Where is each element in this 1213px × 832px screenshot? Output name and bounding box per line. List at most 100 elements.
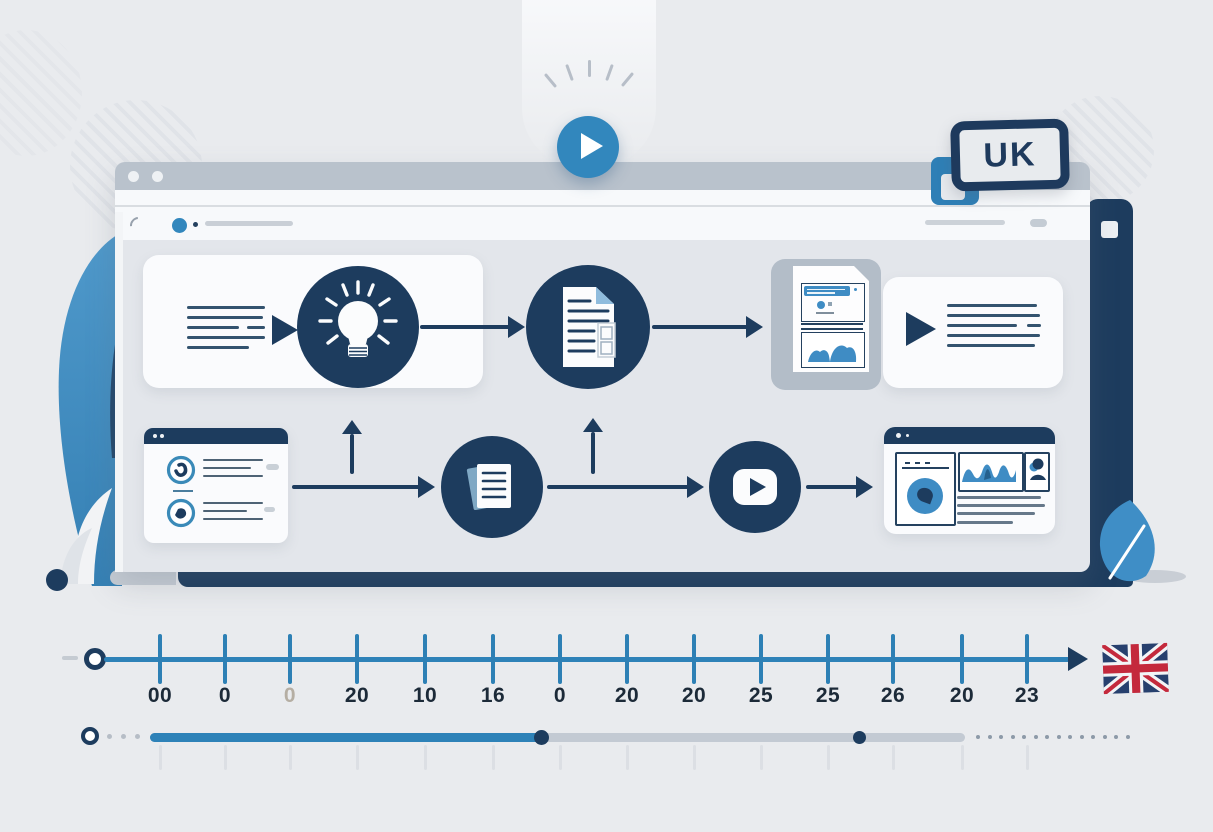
- progress-grid-tick: [159, 745, 162, 770]
- timeline-tick: [223, 634, 227, 684]
- timeline-start-ring: [84, 648, 106, 670]
- text-line: [957, 496, 1041, 499]
- text-line: [203, 502, 263, 504]
- window-left-strip: [115, 212, 123, 572]
- text-line: [203, 510, 247, 512]
- address-bar[interactable]: [205, 221, 293, 226]
- progress-grid-tick: [693, 745, 696, 770]
- timeline-tick-label: 10: [412, 684, 438, 707]
- ray-dash: [588, 60, 591, 77]
- timeline-tick-label: 16: [480, 684, 506, 707]
- analytics-dashboard-card: [884, 427, 1055, 534]
- timeline-tick: [558, 634, 562, 684]
- progress-grid-tick: [559, 745, 562, 770]
- timeline-tick-label: 20: [344, 684, 370, 707]
- timeline-tick: [759, 634, 763, 684]
- progress-marker[interactable]: [853, 731, 866, 744]
- uk-badge-label: UK: [982, 134, 1038, 175]
- progress-grid-tick: [1026, 745, 1029, 770]
- timeline-line: [104, 657, 1070, 662]
- check-circle-icon: [166, 455, 196, 485]
- article-title-bubble: [804, 286, 850, 296]
- progress-marker[interactable]: [534, 730, 549, 745]
- timeline-tick: [355, 634, 359, 684]
- item-divider: [173, 490, 193, 492]
- browser-window: [115, 162, 1090, 572]
- progress-grid-tick: [760, 745, 763, 770]
- progress-lead-dot: [135, 734, 140, 739]
- window-dot-icon: [160, 434, 164, 438]
- frame-bottom-gray-segment: [110, 570, 176, 585]
- status-badge: [264, 507, 275, 512]
- timeline-tick-label: 26: [880, 684, 906, 707]
- progress-tail-dot: [1091, 735, 1095, 739]
- flow-arrowhead: [746, 316, 763, 338]
- text-line: [957, 504, 1045, 507]
- checklist-card-header: [144, 428, 288, 444]
- checklist-card: [144, 428, 288, 543]
- waveform-panel: [958, 452, 1024, 492]
- pages-copy-icon: [441, 436, 543, 538]
- uk-badge: UK: [950, 118, 1070, 192]
- pie-chart-panel: [895, 452, 956, 526]
- progress-filled: [150, 733, 542, 742]
- timeline-tick: [692, 634, 696, 684]
- progress-tail-dot: [987, 735, 992, 739]
- flow-arrow: [806, 485, 858, 489]
- person-glyph-icon: [1029, 458, 1046, 480]
- progress-tail-dot: [999, 735, 1003, 739]
- timeline-tick: [423, 634, 427, 684]
- progress-track[interactable]: [150, 733, 965, 742]
- progress-tail-dot: [1068, 735, 1072, 739]
- text-line: [801, 328, 863, 330]
- text-line: [947, 324, 1017, 327]
- text-line: [203, 518, 263, 520]
- timeline-tick-label: 0: [218, 684, 232, 707]
- up-arrowhead: [583, 418, 603, 432]
- striped-circle-decor: [0, 30, 82, 156]
- window-dot-icon: [128, 171, 139, 182]
- browser-toolbar: [115, 190, 1090, 240]
- progress-tail-dot: [1125, 735, 1130, 739]
- text-line: [187, 326, 239, 329]
- progress-grid-tick: [492, 745, 495, 770]
- text-line: [947, 314, 1040, 317]
- article-preview-sheet: [793, 266, 869, 372]
- timeline-tick: [1025, 634, 1029, 684]
- article-header-box: [801, 283, 865, 322]
- tiny-dot-icon: [854, 288, 857, 291]
- timeline-tick: [288, 634, 292, 684]
- text-line: [947, 344, 1035, 347]
- progress-grid-tick: [961, 745, 964, 770]
- timeline-tick-label: 25: [748, 684, 774, 707]
- progress-tail-dot: [1045, 735, 1049, 739]
- video-play-icon: [709, 441, 801, 533]
- text-line: [957, 512, 1035, 515]
- progress-tail-dot: [1102, 735, 1107, 739]
- play-icon: [581, 133, 603, 159]
- text-line: [816, 312, 834, 314]
- timeline-tick-label: 00: [147, 684, 173, 707]
- corner-dot-icon: [46, 569, 68, 591]
- progress-lead-dot: [107, 734, 112, 739]
- play-triangle-icon: [272, 315, 298, 345]
- window-dot-icon: [153, 434, 157, 438]
- check-circle-icon: [166, 498, 196, 528]
- text-line: [947, 304, 1037, 307]
- text-line: [947, 334, 1040, 337]
- pie-chart-icon: [907, 478, 943, 514]
- play-button[interactable]: [557, 116, 619, 178]
- favicon-dot-icon: [172, 218, 187, 233]
- flow-arrowhead: [687, 476, 704, 498]
- timeline-tick-label: 25: [815, 684, 841, 707]
- timeline-tick-label: 20: [681, 684, 707, 707]
- progress-tail-dot: [1022, 735, 1026, 739]
- progress-tail-dot: [976, 735, 980, 739]
- waveform-chart-icon: [962, 464, 1016, 482]
- play-triangle-icon: [906, 312, 936, 346]
- progress-grid-tick: [224, 745, 227, 770]
- progress-tail-dot: [1114, 735, 1118, 739]
- flow-arrow: [652, 325, 748, 329]
- progress-lead-dot: [121, 734, 126, 739]
- union-jack-flag: [1102, 642, 1169, 695]
